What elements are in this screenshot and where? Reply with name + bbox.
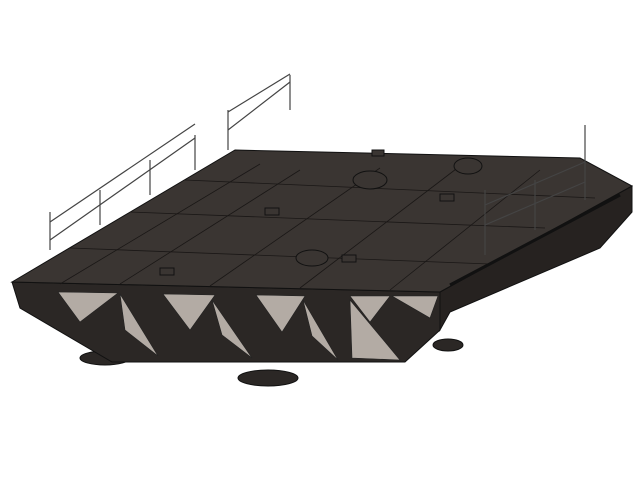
panel [302, 299, 339, 361]
deck-box [439, 193, 455, 202]
panel [255, 294, 306, 333]
deck-box [371, 149, 385, 157]
hatch [295, 249, 329, 267]
panel [349, 295, 391, 323]
deck-box [264, 207, 280, 216]
float-front [237, 369, 299, 387]
panel [119, 293, 159, 357]
panel [349, 299, 401, 361]
hatch [453, 157, 483, 175]
panel [390, 295, 439, 319]
deck-seams [59, 163, 596, 291]
panel [57, 291, 119, 323]
deck-box [341, 254, 357, 263]
railings [49, 73, 586, 255]
panel [162, 293, 216, 331]
front-panels [57, 291, 439, 361]
float-right [432, 338, 464, 352]
hatches [159, 149, 483, 276]
panel [211, 299, 253, 359]
deck [10, 149, 634, 293]
deck-box [159, 267, 175, 276]
hatch [352, 170, 388, 190]
right-rail [449, 193, 621, 287]
